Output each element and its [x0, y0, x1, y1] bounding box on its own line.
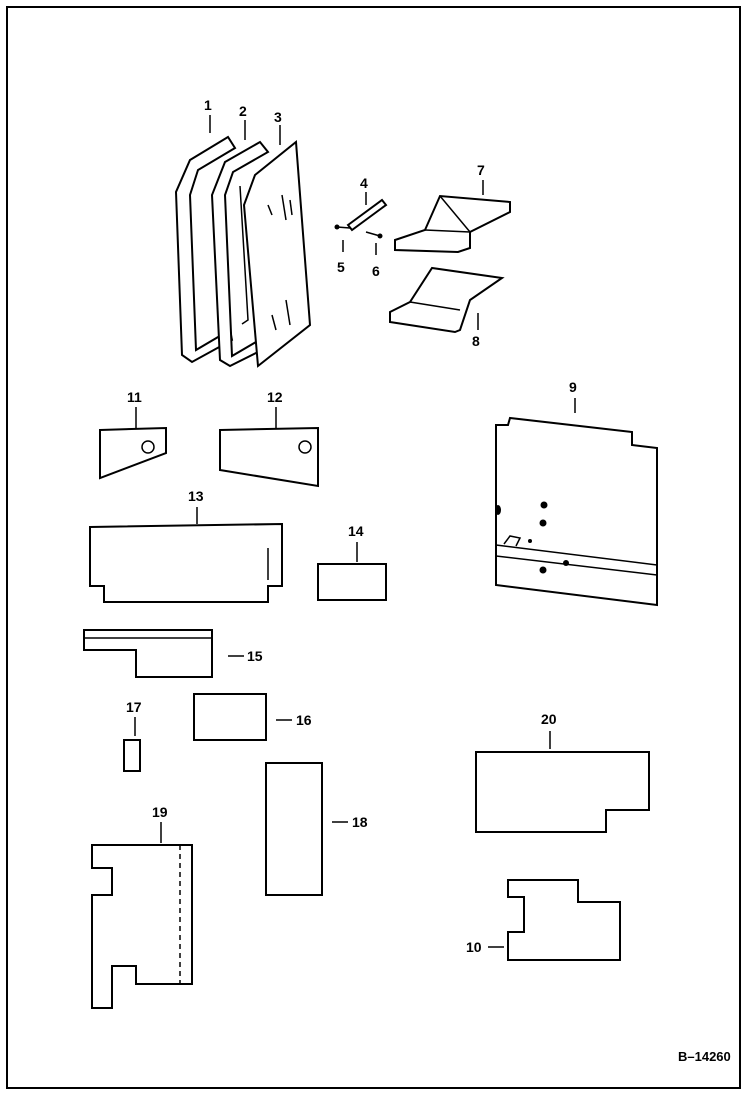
label-11: 11: [127, 389, 142, 405]
part-10-insulation: [507, 879, 621, 961]
label-16: 16: [296, 712, 312, 728]
part-18-insulation: [265, 762, 323, 896]
label-4: 4: [360, 175, 368, 191]
part-11-bracket: [99, 426, 167, 480]
label-17: 17: [126, 699, 142, 715]
part-20-insulation: [475, 751, 650, 833]
part-19-insulation: [91, 844, 193, 1009]
part-7-pad: [394, 194, 511, 254]
label-18: 18: [352, 814, 368, 830]
part-2-seal: [210, 140, 270, 368]
label-8: 8: [472, 333, 480, 349]
label-9: 9: [569, 379, 577, 395]
label-15: 15: [247, 648, 263, 664]
part-16-insulation: [193, 693, 267, 741]
part-13-insulation: [89, 522, 283, 603]
label-12: 12: [267, 389, 283, 405]
label-5: 5: [337, 259, 345, 275]
part-4-latch: [334, 198, 388, 239]
label-13: 13: [188, 488, 204, 504]
label-1: 1: [204, 97, 212, 113]
reference-number: B–14260: [678, 1049, 731, 1064]
part-17-insulation: [123, 739, 141, 772]
label-19: 19: [152, 804, 168, 820]
label-6: 6: [372, 263, 380, 279]
part-12-bracket: [219, 426, 319, 488]
part-14-insulation: [317, 563, 387, 601]
label-7: 7: [477, 162, 485, 178]
label-10: 10: [466, 939, 482, 955]
part-8-pad: [389, 266, 505, 334]
part-15-insulation: [83, 629, 213, 678]
part-9-panel: [495, 416, 658, 607]
label-2: 2: [239, 103, 247, 119]
part-1-seal: [174, 135, 237, 364]
label-20: 20: [541, 711, 557, 727]
label-14: 14: [348, 523, 364, 539]
label-3: 3: [274, 109, 282, 125]
part-3-glass: [242, 140, 312, 368]
